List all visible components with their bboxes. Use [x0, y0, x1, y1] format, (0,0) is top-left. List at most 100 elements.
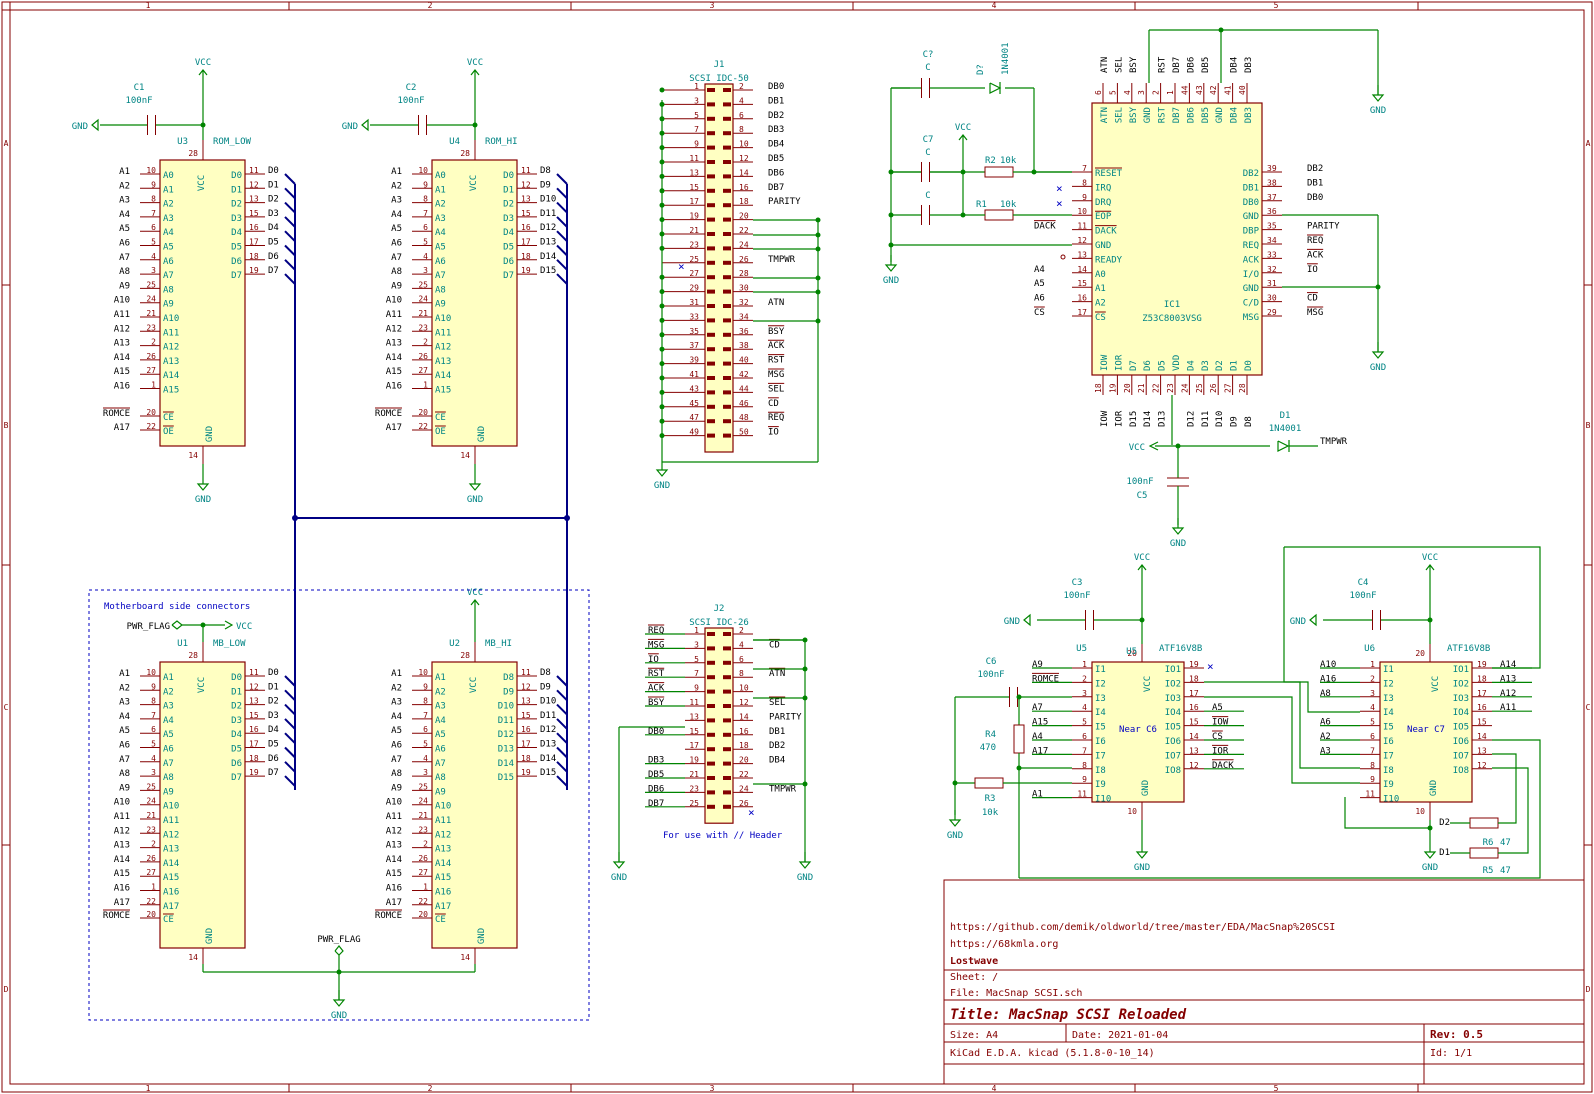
group-note: Motherboard side connectors: [104, 602, 250, 612]
ic1-body[interactable]: [1091, 102, 1263, 376]
pin-number: 22: [146, 422, 156, 431]
pal-body-u5[interactable]: [1091, 661, 1185, 803]
net-label: D10: [540, 195, 556, 205]
pin-pad: [723, 361, 731, 366]
net-label: MSG: [768, 370, 784, 380]
gnd-label: GND: [797, 873, 813, 883]
pin-name: A1: [163, 185, 174, 195]
vcc-arrow: [958, 134, 968, 141]
pin-number: 18: [521, 252, 531, 261]
pin-number: 1: [1166, 90, 1175, 95]
pin-number: 16: [521, 725, 531, 734]
wire: [1492, 767, 1529, 854]
pin-name: GND: [1429, 780, 1439, 796]
vcc-arrow: [1148, 441, 1159, 451]
pin-number: 8: [151, 195, 156, 204]
cap-ref: C4: [1358, 578, 1369, 588]
net-label: D11: [540, 711, 556, 721]
resistor-r5: [1469, 847, 1499, 859]
pin-name: I9: [1095, 780, 1106, 790]
net-label: A4: [119, 712, 130, 722]
net-label: D12: [540, 223, 556, 233]
pin-number: 34: [739, 312, 749, 321]
net-label: D9: [1230, 416, 1240, 427]
net-label: A11: [386, 310, 402, 320]
cap-gap: [921, 161, 930, 183]
pin-name: IO7: [1165, 751, 1181, 761]
pin-name: D5: [231, 243, 242, 253]
pin-name: A11: [435, 816, 451, 826]
bus-entry: [284, 259, 296, 271]
pin-number: 3: [1370, 689, 1375, 698]
net-label: A13: [114, 841, 130, 851]
pin-name: A10: [435, 314, 451, 324]
pin-number: 36: [739, 327, 749, 336]
bus-entry: [284, 689, 296, 702]
ic-body-u1[interactable]: [159, 661, 246, 949]
net-label: A15: [386, 367, 402, 377]
pin-name: I1: [1095, 665, 1106, 675]
pin-number: 5: [1108, 90, 1117, 95]
pin-pad: [707, 332, 715, 337]
pin-name: D3: [231, 214, 242, 224]
pin-pad: [707, 203, 715, 208]
pin-number: 15: [689, 183, 699, 192]
gnd-label: GND: [1134, 863, 1150, 873]
pin-number: 6: [1094, 90, 1103, 95]
net-label: SEL: [1114, 57, 1124, 73]
net-label: DB6: [768, 168, 784, 178]
net-label: IO: [768, 428, 779, 438]
pin-name: A10: [163, 314, 179, 324]
ic-body-u2[interactable]: [431, 661, 518, 949]
net-label: D11: [540, 209, 556, 219]
pin-name: I4: [1095, 708, 1106, 718]
diode-symbol: [1277, 440, 1290, 452]
pin-number: 24: [146, 797, 156, 806]
resistor-r4: [1013, 724, 1025, 754]
net-label: A13: [386, 339, 402, 349]
pin-pad: [707, 246, 715, 251]
vcc-label: VCC: [1422, 553, 1438, 563]
net-label: D2: [268, 195, 279, 205]
pin-number: 12: [1477, 761, 1487, 770]
pin-name: I2: [1095, 679, 1106, 689]
gnd-symbol: [655, 469, 669, 477]
pin-pad: [707, 260, 715, 265]
pin-name: D7: [1129, 360, 1139, 371]
pin-number: 8: [1082, 761, 1087, 770]
pin-number: 6: [151, 223, 156, 232]
pin-pad: [707, 718, 715, 723]
resistor-ref: R4: [985, 730, 996, 740]
resistor-value: 470: [980, 743, 996, 753]
ic-value: ROM_LOW: [213, 137, 252, 147]
pin-number: 26: [739, 255, 749, 264]
pin-pad: [723, 304, 731, 308]
pin-pad: [707, 790, 715, 795]
net-label: D9: [540, 682, 551, 692]
pin-name: REQ: [1243, 241, 1259, 251]
pin-number: 17: [521, 740, 531, 749]
gnd-symbol: [332, 999, 346, 1007]
pin-number: 13: [249, 697, 259, 706]
pin-pad: [707, 361, 715, 366]
pin-name: D2: [503, 200, 514, 210]
pin-number: 23: [418, 825, 428, 834]
vcc-label: VCC: [236, 622, 252, 632]
frame-row-label: B: [1586, 421, 1591, 430]
net-label: A13: [386, 841, 402, 851]
cap-gap: [1372, 609, 1381, 631]
connector-j1[interactable]: [704, 83, 734, 453]
pin-pad: [723, 102, 731, 107]
gnd-label: GND: [1170, 539, 1186, 549]
pal-body-u6[interactable]: [1379, 661, 1473, 803]
pin-number: 6: [423, 223, 428, 232]
net-label: A7: [1032, 703, 1043, 713]
net-label: CD: [1307, 294, 1318, 304]
pin-name: I8: [1095, 766, 1106, 776]
pin-pad: [723, 160, 731, 164]
net-label: A8: [1320, 689, 1331, 699]
pin-number: 38: [739, 341, 749, 350]
no-connect: ×: [748, 806, 755, 819]
pin-number: 2: [739, 82, 744, 91]
pin-number: 20: [146, 910, 156, 919]
